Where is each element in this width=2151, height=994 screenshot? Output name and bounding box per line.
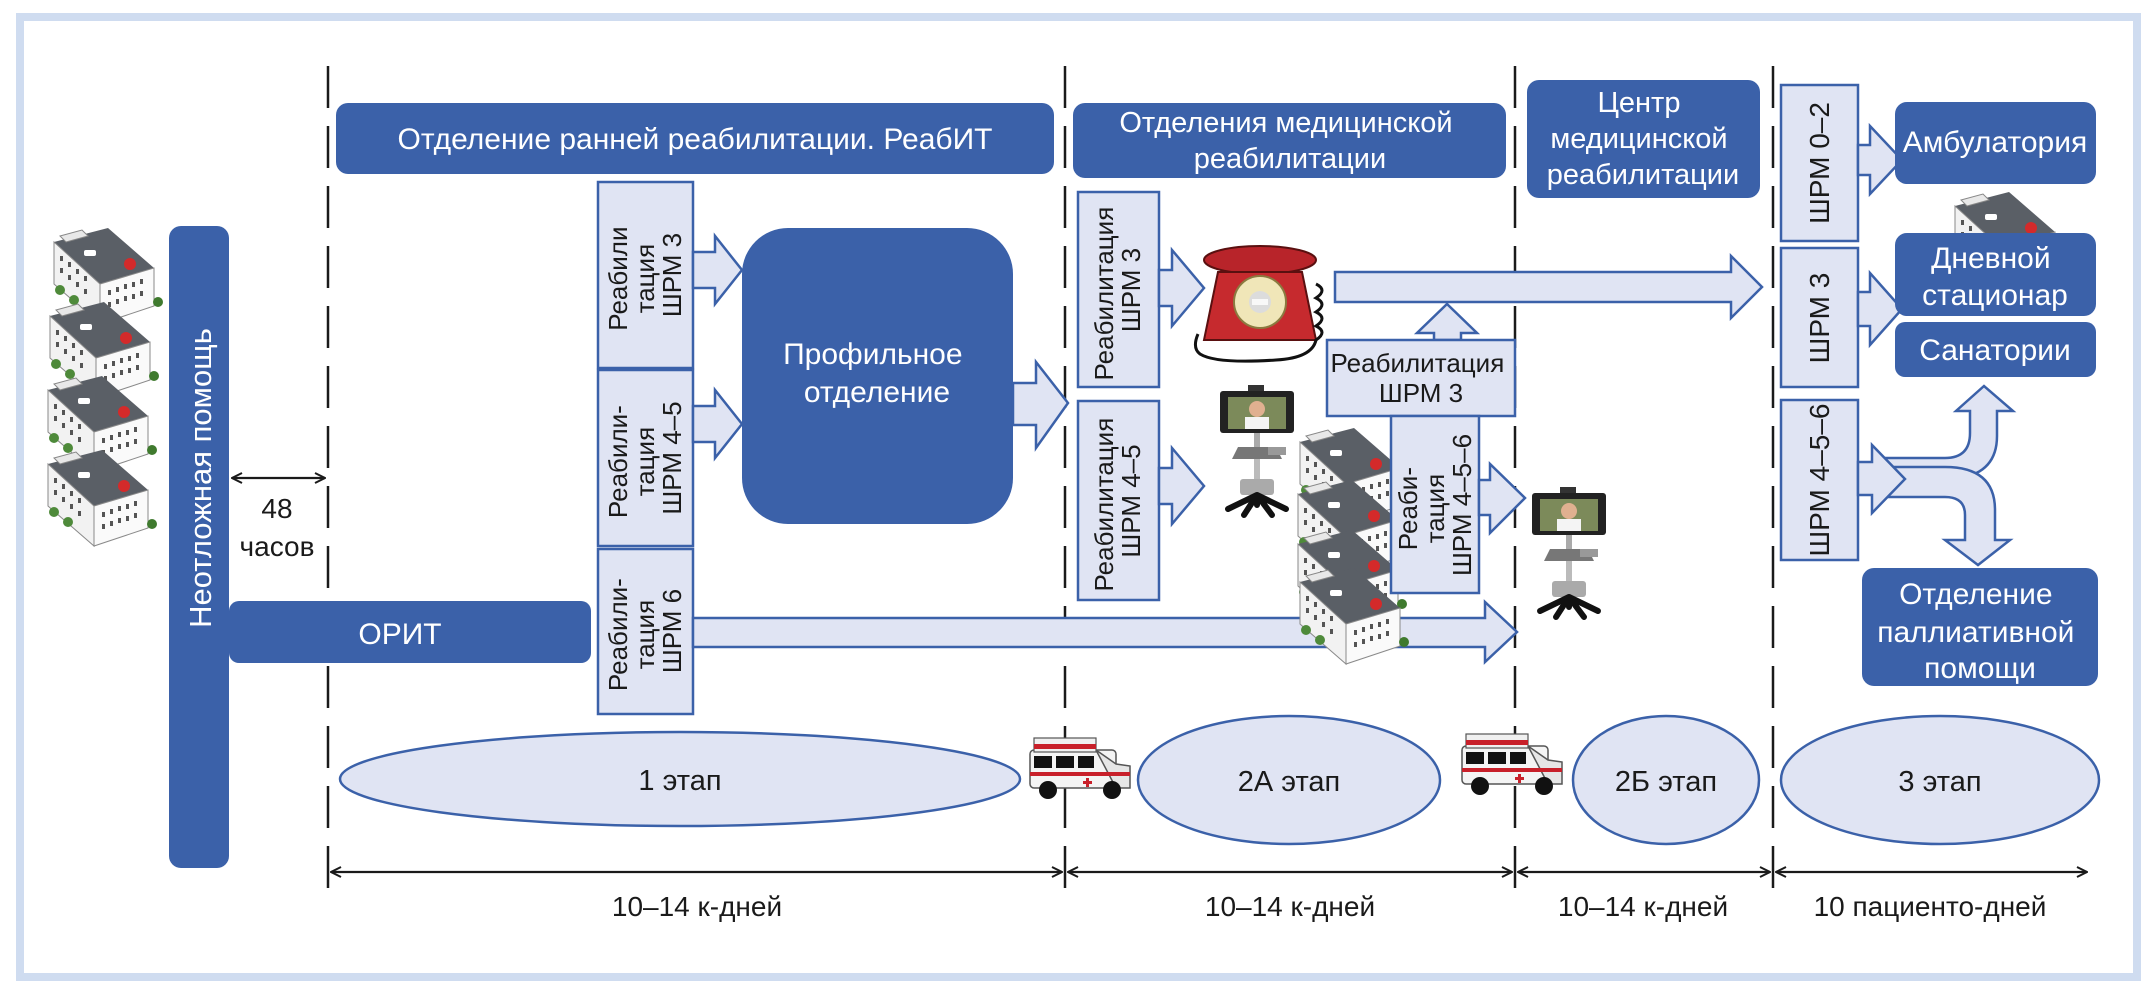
telemedicine-cart-icon [1220,385,1294,515]
flow-arrow [691,232,744,308]
split-flow-arrow [1856,384,2017,567]
palliative-label: Отделение паллиативной помощи [1877,578,2083,685]
time-window-value: 48 [261,493,292,524]
profile-dept-box[interactable]: Профильное отделение [742,228,1013,524]
svg-text:ШРМ 4–5–6: ШРМ 4–5–6 [1804,404,1835,557]
emergency-care-bar[interactable]: Неотложная помощь [169,226,229,868]
ambulance-icon [1029,737,1131,800]
icu-label: ОРИТ [358,618,441,651]
med-rehab-center-label: Центр медицинской реабилитации [1547,87,1739,191]
duration-label: 10–14 к-дней [1205,891,1375,922]
ambulatory-label: Амбулатория [1903,126,2087,159]
stage2a-rehab-v-box[interactable]: Реаби- тация ШРМ 4–5–6 [1389,414,1481,595]
stage2a-rehab-box-shrm45[interactable]: Реабилитация ШРМ 4–5 [1076,399,1161,602]
icu-box[interactable]: ОРИТ [229,601,591,663]
flow-arrow [1333,252,1764,322]
stage2a-rehab-box-shrm3[interactable]: Реабилитация ШРМ 3 [1076,190,1161,389]
stage3-scale-box-shrm456[interactable]: ШРМ 4–5–6 [1779,398,1860,562]
sanatorium-box[interactable]: Санатории [1895,322,2096,377]
svg-text:ШРМ 3: ШРМ 3 [1804,273,1835,364]
flow-arrow [691,599,1519,665]
svg-text:Реабили- тация ШРМ: Реабили- тация ШРМ 6 [603,571,687,691]
svg-text:Реабилитация ШРМ 3: Реабилитация ШРМ 3 [1330,348,1511,408]
stage1-rehab-box-shrm6[interactable]: Реабили- тация ШРМ 6 [596,547,695,716]
ambulatory-box[interactable]: Амбулатория [1895,102,2096,184]
flow-arrow [1157,246,1206,330]
telemedicine-cart-icon [1532,487,1606,617]
stage-ellipse-1: 1 этап [338,730,1022,828]
svg-text:3 этап: 3 этап [1898,766,1981,798]
stage-ellipse-2b: 2Б этап [1571,714,1761,846]
med-rehab-center-header[interactable]: Центр медицинской реабилитации [1527,80,1760,198]
stage-ellipse-3: 3 этап [1779,714,2101,846]
palliative-box[interactable]: Отделение паллиативной помощи [1862,568,2098,686]
sanatorium-label: Санатории [1919,334,2071,367]
early-rehab-header[interactable]: Отделение ранней реабилитации. РеабИТ [336,103,1054,174]
flow-arrow [1477,461,1527,537]
stage1-rehab-box-shrm3[interactable]: Реабили тация ШРМ 3 [596,180,695,370]
flow-arrow [1413,302,1481,342]
profile-dept-label: Профильное отделение [783,338,971,409]
svg-text:Реабилитация ШРМ 3: Реабилитация ШРМ 3 [1089,199,1146,380]
svg-text:2Б этап: 2Б этап [1615,766,1717,798]
time-window-unit: часов [240,531,315,562]
emergency-care-label: Неотложная помощь [183,328,218,628]
ambulance-icon [1461,733,1563,796]
flow-arrow [1856,122,1904,198]
day-hospital-label: Дневной стационар [1922,242,2068,312]
early-rehab-label: Отделение ранней реабилитации. РеабИТ [398,123,993,156]
stage3-scale-box-shrm02[interactable]: ШРМ 0–2 [1779,83,1860,243]
hospital-building-icon [47,227,164,547]
duration-label: 10–14 к-дней [1558,891,1728,922]
stage2a-rehab-h-box[interactable]: Реабилитация ШРМ 3 [1325,338,1517,418]
svg-text:2А этап: 2А этап [1238,766,1340,798]
med-rehab-dept-label: Отделения медицинской реабилитации [1119,107,1460,175]
flow-arrow [1856,269,1904,349]
telephone-icon [1193,244,1324,363]
flow-arrow [1011,358,1070,452]
svg-text:Реабили- тация ШРМ: Реабили- тация ШРМ 4–5 [603,398,687,518]
svg-text:Реаби- тация ШРМ 4: Реаби- тация ШРМ 4–5–6 [1393,434,1477,576]
day-hospital-box[interactable]: Дневной стационар [1895,233,2096,316]
svg-text:Реабили тация ШРМ: Реабили тация ШРМ 3 [603,219,687,330]
stage3-scale-box-shrm3[interactable]: ШРМ 3 [1779,246,1860,389]
duration-label: 10–14 к-дней [612,891,782,922]
stage-ellipse-2a: 2А этап [1136,714,1442,846]
flow-arrow [1157,444,1206,528]
med-rehab-dept-header[interactable]: Отделения медицинской реабилитации [1073,103,1506,178]
svg-text:ШРМ 0–2: ШРМ 0–2 [1804,102,1835,224]
duration-label: 10 пациенто-дней [1814,891,2047,922]
svg-text:1 этап: 1 этап [638,765,721,797]
stage1-rehab-box-shrm45[interactable]: Реабили- тация ШРМ 4–5 [596,368,695,548]
flow-arrow [691,386,744,462]
svg-text:Реабилитация ШРМ 4–5: Реабилитация ШРМ 4–5 [1089,410,1146,591]
